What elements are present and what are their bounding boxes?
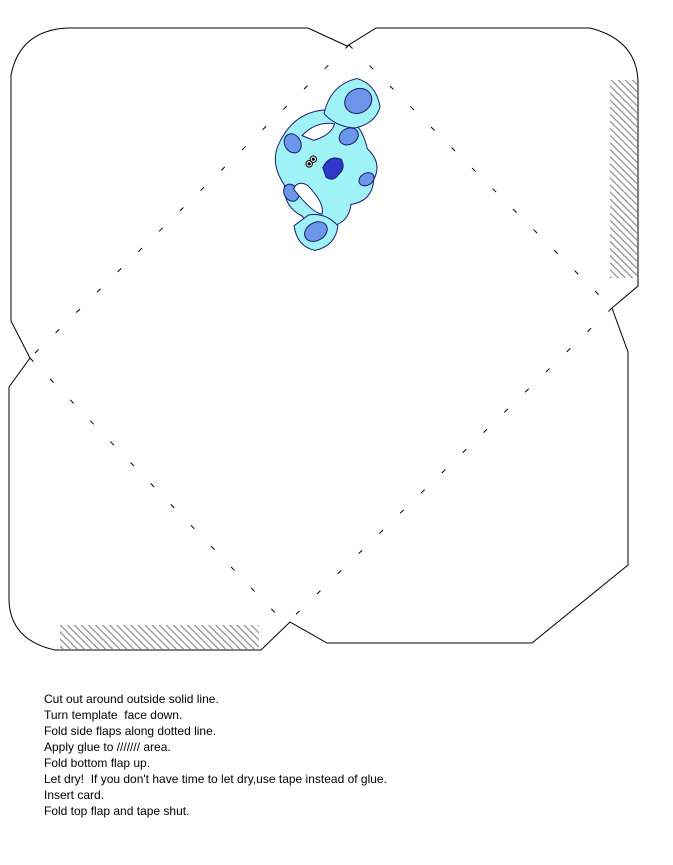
- envelope-template: [8, 27, 639, 651]
- fold-line-top-right: [348, 44, 613, 309]
- fold-lines: [29, 44, 613, 625]
- instruction-step-3: Fold side flaps along dotted line.: [44, 724, 217, 738]
- dog-spot-ear: [344, 87, 373, 114]
- dog-pupil-left: [307, 162, 311, 166]
- instruction-step-2: Turn template face down.: [44, 708, 183, 722]
- cut-outline: [8, 27, 639, 651]
- glue-area-right: [610, 80, 637, 278]
- instruction-step-5: Fold bottom flap up.: [44, 756, 151, 770]
- instruction-step-8: Fold top flap and tape shut.: [44, 804, 190, 818]
- blue-dog-illustration: [274, 78, 381, 251]
- dog-muzzle-highlight: [301, 122, 336, 141]
- dog-ear-left: [293, 182, 323, 215]
- instruction-step-6: Let dry! If you don't have time to let d…: [44, 772, 387, 786]
- fold-line-bottom-left: [29, 357, 287, 625]
- dog-spot-paw: [304, 221, 328, 242]
- fold-line-bottom-right: [285, 307, 613, 625]
- instruction-step-4: Apply glue to /////// area.: [44, 740, 171, 754]
- dog-spot-2: [338, 127, 359, 146]
- dog-spot-1: [283, 133, 302, 154]
- dog-nose: [322, 157, 344, 180]
- dog-pupil-right: [311, 157, 315, 161]
- dog-spot-4: [358, 172, 375, 187]
- instruction-step-7: Insert card.: [44, 788, 105, 802]
- instruction-step-1: Cut out around outside solid line.: [44, 692, 219, 706]
- instructions-list: Cut out around outside solid line. Turn …: [44, 691, 387, 819]
- glue-area-bottom: [60, 625, 259, 649]
